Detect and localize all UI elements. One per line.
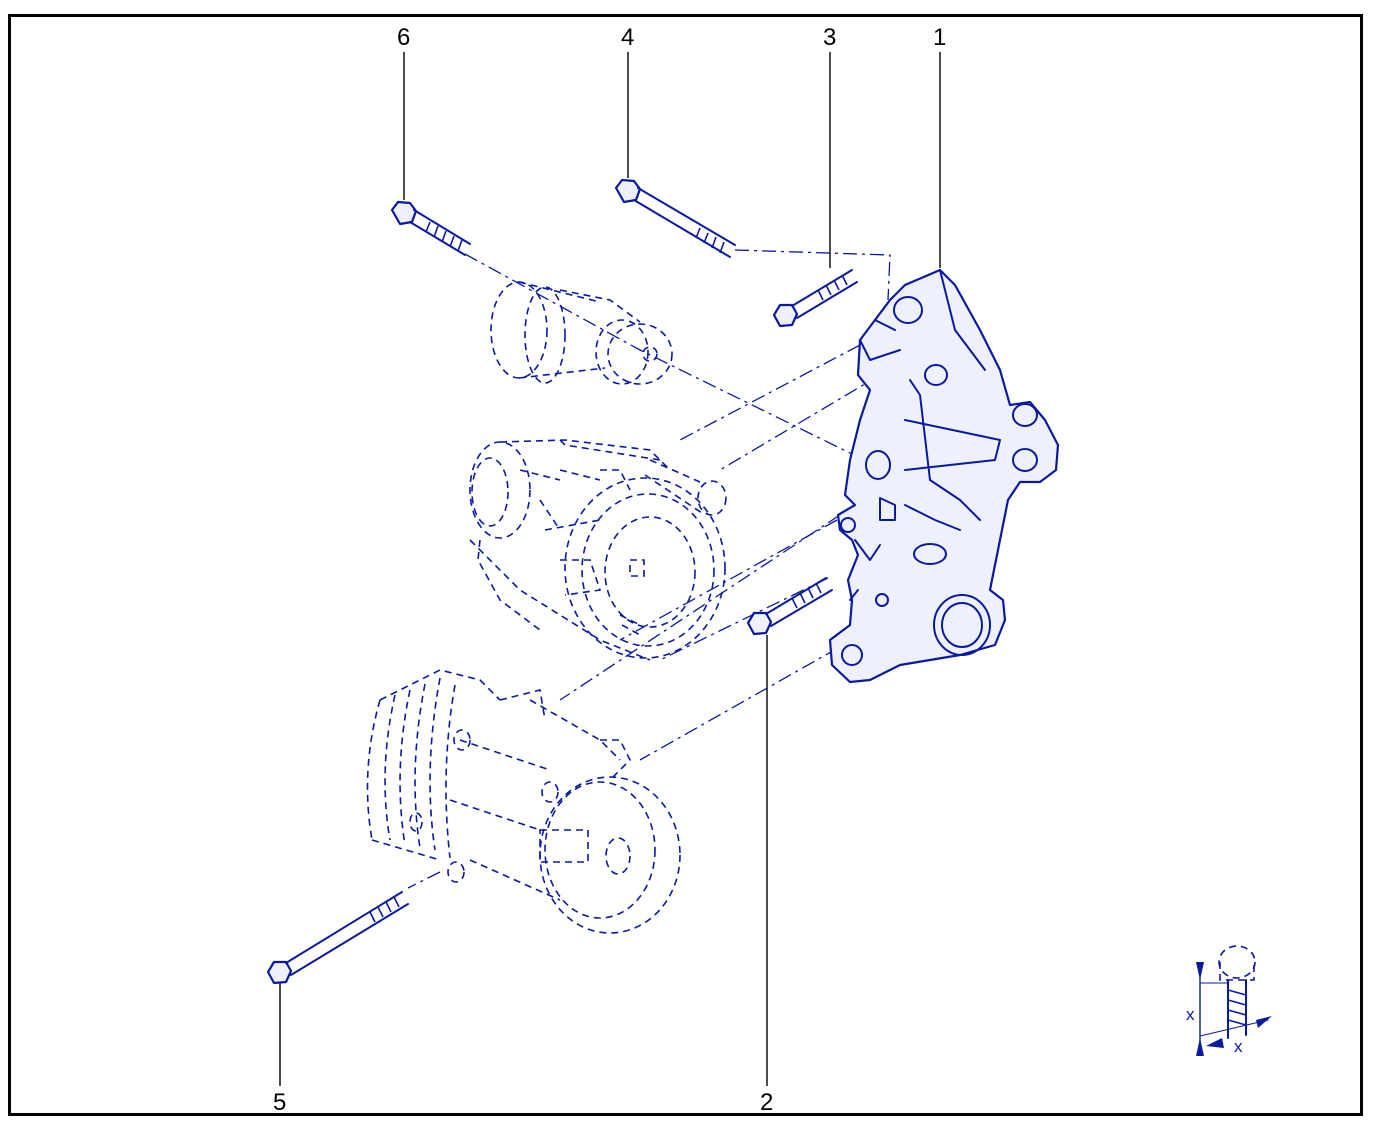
leader-lines (279, 52, 941, 1086)
tensioner-pulley-phantom (490, 281, 673, 385)
callout-4: 4 (621, 24, 634, 51)
callout-3: 3 (823, 24, 836, 51)
bolt-5 (266, 891, 409, 985)
bolt-4 (614, 178, 736, 258)
alternator-phantom (469, 439, 727, 661)
legend-diameter-mark: x (1234, 1037, 1243, 1056)
callout-1: 1 (933, 24, 946, 51)
ac-compressor-phantom (366, 669, 681, 934)
bolt-2 (746, 577, 833, 636)
bolt-6 (390, 200, 471, 256)
bolt-dimension-legend: x x (1186, 945, 1272, 1056)
callout-labels: 1 2 3 4 5 6 (273, 24, 946, 1116)
callout-2: 2 (760, 1089, 773, 1116)
callout-6: 6 (397, 24, 410, 51)
diagram-frame (8, 14, 1363, 1116)
callout-5: 5 (273, 1089, 286, 1116)
bolt-3 (772, 269, 858, 328)
mounting-bracket (828, 268, 1060, 684)
legend-length-mark: x (1186, 1005, 1195, 1024)
